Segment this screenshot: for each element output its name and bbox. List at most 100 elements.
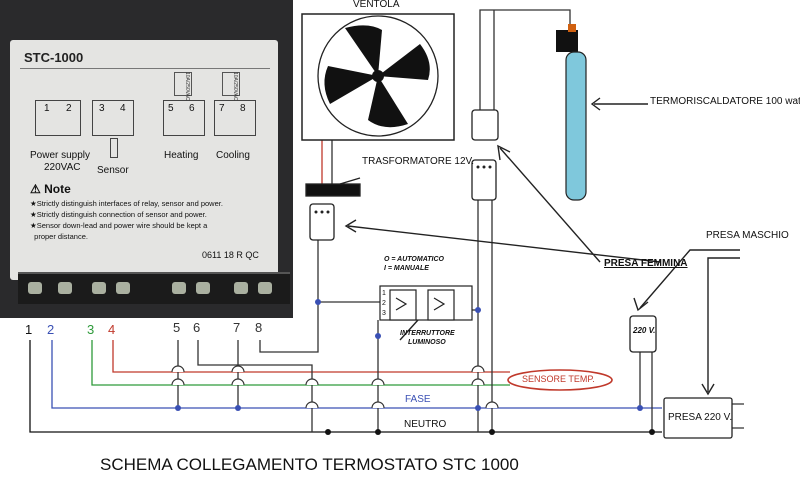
note-line: ★Sensor down-lead and power wire should … bbox=[30, 221, 208, 230]
switch-pin: 1 bbox=[382, 290, 386, 297]
socket-voltage-label: 220 V. bbox=[633, 326, 656, 335]
panel-terminal-number: 4 bbox=[120, 103, 126, 114]
wire-number: 3 bbox=[87, 322, 95, 337]
note-title: ⚠ Note bbox=[30, 182, 71, 196]
wire-number: 5 bbox=[173, 320, 181, 335]
panel-terminal-number: 5 bbox=[168, 103, 174, 114]
wire-6 bbox=[197, 340, 313, 432]
main-outlet-label: PRESA 220 V. bbox=[668, 412, 733, 423]
panel-terminal-number: 3 bbox=[99, 103, 105, 114]
connector-pin bbox=[326, 210, 330, 214]
terminal-screw bbox=[58, 282, 72, 294]
wire-crossover bbox=[305, 378, 319, 386]
wire-number: 8 bbox=[255, 320, 263, 335]
arrow-male-1-head bbox=[633, 297, 649, 312]
connector-heater-top bbox=[471, 109, 499, 141]
panel-model: STC-1000 bbox=[24, 50, 84, 65]
wire-number: 1 bbox=[25, 322, 33, 337]
note-line: ★Strictly distinguish interfaces of rela… bbox=[30, 199, 223, 208]
fan-label: VENTOLA bbox=[353, 0, 400, 10]
connector-pin bbox=[488, 165, 492, 169]
arrow-female-2 bbox=[499, 147, 601, 263]
relay-symbol bbox=[174, 72, 192, 96]
panel-serial: 0611 18 R QC bbox=[202, 250, 259, 260]
switch-pin: 2 bbox=[382, 300, 386, 307]
wire-phase bbox=[51, 340, 662, 409]
wire-number: 4 bbox=[108, 322, 116, 337]
main-outlet-box bbox=[663, 397, 733, 439]
mode-auto-label: O = AUTOMATICO bbox=[384, 256, 444, 263]
diagram-caption: SCHEMA COLLEGAMENTO TERMOSTATO STC 1000 bbox=[100, 455, 519, 474]
sensor-oval bbox=[507, 369, 613, 391]
panel-terminal-number: 1 bbox=[44, 103, 50, 114]
terminal-screw bbox=[92, 282, 106, 294]
sensor-label: Sensor bbox=[97, 165, 129, 176]
warning-icon: ⚠ bbox=[30, 182, 41, 196]
cooling-label: Cooling bbox=[216, 150, 250, 161]
arrow-female bbox=[347, 225, 661, 263]
relay-symbol bbox=[222, 72, 240, 96]
sensor-label-schematic: SENSORE TEMP. bbox=[522, 374, 595, 384]
arrow-male-2 bbox=[707, 257, 740, 392]
junction-dot bbox=[315, 299, 321, 305]
note-line: ★Strictly distinguish connection of sens… bbox=[30, 210, 207, 219]
wire-neutral bbox=[29, 340, 662, 433]
panel-terminal-box bbox=[163, 100, 205, 136]
connector-fan bbox=[309, 203, 335, 241]
panel-terminal-box bbox=[35, 100, 81, 136]
heater-symbol bbox=[556, 24, 587, 201]
heater-label: TERMORISCALDATORE 100 watt bbox=[650, 96, 800, 107]
mode-manual-label: I = MANUALE bbox=[384, 265, 429, 272]
panel-terminal-box bbox=[214, 100, 256, 136]
arrow-transformer bbox=[339, 177, 361, 185]
power-supply-voltage: 220VAC bbox=[44, 162, 81, 173]
junction-dot bbox=[649, 429, 655, 435]
junction-dot bbox=[235, 405, 241, 411]
female-plug-label: PRESA FEMMINA bbox=[604, 258, 688, 269]
terminal-screw bbox=[234, 282, 248, 294]
arrow-female-2-head bbox=[497, 144, 511, 161]
wire-crossover bbox=[171, 365, 185, 373]
panel-terminal-number: 2 bbox=[66, 103, 72, 114]
junction-dot bbox=[637, 405, 643, 411]
switch-label-1: INTERRUTTORE bbox=[400, 330, 455, 337]
junction-dot bbox=[375, 333, 381, 339]
panel-label-plate bbox=[10, 40, 278, 280]
wire-crossover bbox=[485, 401, 499, 409]
note-line: proper distance. bbox=[30, 232, 88, 241]
neutral-label: NEUTRO bbox=[404, 419, 447, 430]
arrow-male-2-head bbox=[701, 383, 715, 396]
male-plug-label: PRESA MASCHIO bbox=[706, 230, 789, 241]
panel-model-rule bbox=[20, 68, 270, 69]
panel-terminal-number: 6 bbox=[189, 103, 195, 114]
power-supply-label: Power supply bbox=[30, 150, 91, 161]
transformer-block bbox=[305, 183, 361, 197]
wire-crossover bbox=[171, 378, 185, 386]
wire-crossover bbox=[371, 378, 385, 386]
arrow-heater-head bbox=[590, 97, 601, 111]
junction-dot bbox=[325, 429, 331, 435]
terminal-screw bbox=[196, 282, 210, 294]
wire-crossover bbox=[471, 378, 485, 386]
arrow-female-head bbox=[344, 219, 357, 233]
connector-pin bbox=[482, 165, 486, 169]
arrow-switch bbox=[399, 319, 419, 341]
panel-terminal-number: 8 bbox=[240, 103, 246, 114]
switch-pin: 3 bbox=[382, 310, 386, 317]
note-title-text: Note bbox=[44, 182, 71, 196]
switch-label-2: LUMINOSO bbox=[408, 339, 446, 346]
wire-crossover bbox=[231, 378, 245, 386]
wire-crossover bbox=[305, 401, 319, 409]
wire-crossover bbox=[371, 401, 385, 409]
wire-plug-to-outlet bbox=[732, 403, 744, 429]
terminal-screw bbox=[172, 282, 186, 294]
terminal-screw bbox=[28, 282, 42, 294]
fan-symbol bbox=[301, 13, 455, 141]
terminal-screw bbox=[258, 282, 272, 294]
junction-dot bbox=[175, 405, 181, 411]
phase-label: FASE bbox=[405, 394, 431, 405]
socket-220-block bbox=[629, 315, 657, 353]
terminal-screw bbox=[116, 282, 130, 294]
